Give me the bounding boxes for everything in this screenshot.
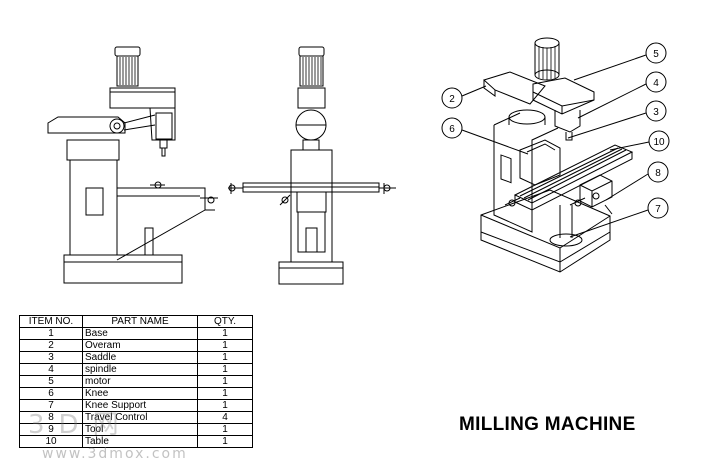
bom-row: 7 Knee Support 1 <box>19 399 253 412</box>
watermark-url: www.3dmox.com <box>42 446 188 462</box>
bom-item-number: 6 <box>19 387 83 400</box>
balloon-label-6: 6 <box>449 124 455 135</box>
side-view <box>47 46 218 284</box>
balloon-label-10: 10 <box>653 137 665 148</box>
balloon-label-2: 2 <box>449 94 455 105</box>
drawing-title: MILLING MACHINE <box>459 414 636 435</box>
bom-part-name: motor <box>82 375 198 388</box>
bom-qty: 4 <box>197 411 253 424</box>
bom-header-part-name: PART NAME <box>82 315 198 328</box>
isometric-view <box>480 37 634 273</box>
balloon-label-8: 8 <box>655 168 661 179</box>
bom-item-number: 4 <box>19 363 83 376</box>
bom-qty: 1 <box>197 435 253 448</box>
bom-row: 3 Saddle 1 <box>19 351 253 364</box>
balloon-3 <box>645 100 667 122</box>
bom-qty: 1 <box>197 423 253 436</box>
bom-qty: 1 <box>197 363 253 376</box>
bom-header-qty: QTY. <box>197 315 253 328</box>
bom-qty: 1 <box>197 327 253 340</box>
bom-part-name: spindle <box>82 363 198 376</box>
bom-row: 4 spindle 1 <box>19 363 253 376</box>
bom-part-name: Saddle <box>82 351 198 364</box>
bom-row: 1 Base 1 <box>19 327 253 340</box>
bill-of-materials-table: ITEM NO. PART NAME QTY. 1 Base 1 2 Overa… <box>19 315 253 448</box>
bom-row: 9 Tool 1 <box>19 423 253 436</box>
balloons: 5 4 3 10 8 7 2 6 <box>441 42 670 238</box>
balloon-2 <box>441 87 463 109</box>
balloon-10 <box>648 130 670 152</box>
balloon-8 <box>647 161 669 183</box>
watermark-logo: 3D网 <box>28 410 133 440</box>
balloon-6 <box>441 117 463 139</box>
bom-qty: 1 <box>197 375 253 388</box>
front-view <box>228 46 396 285</box>
bom-header-row: ITEM NO. PART NAME QTY. <box>19 315 253 328</box>
bom-item-number: 10 <box>19 435 83 448</box>
bom-qty: 1 <box>197 387 253 400</box>
bom-item-number: 3 <box>19 351 83 364</box>
balloon-label-7: 7 <box>655 204 661 215</box>
bom-qty: 1 <box>197 339 253 352</box>
bom-row: 6 Knee 1 <box>19 387 253 400</box>
bom-row: 10 Table 1 <box>19 435 253 448</box>
balloon-label-3: 3 <box>653 107 659 118</box>
bom-row: 2 Overam 1 <box>19 339 253 352</box>
bom-part-name: Base <box>82 327 198 340</box>
balloon-5 <box>645 42 667 64</box>
bom-item-number: 1 <box>19 327 83 340</box>
balloon-4 <box>645 71 667 93</box>
balloon-label-4: 4 <box>653 78 659 89</box>
bom-item-number: 5 <box>19 375 83 388</box>
balloon-7 <box>647 197 669 219</box>
bom-qty: 1 <box>197 351 253 364</box>
bom-row: 5 motor 1 <box>19 375 253 388</box>
bom-part-name: Overam <box>82 339 198 352</box>
bom-header-item: ITEM NO. <box>19 315 83 328</box>
bom-item-number: 2 <box>19 339 83 352</box>
bom-part-name: Knee <box>82 387 198 400</box>
bom-qty: 1 <box>197 399 253 412</box>
balloon-label-5: 5 <box>653 49 659 60</box>
